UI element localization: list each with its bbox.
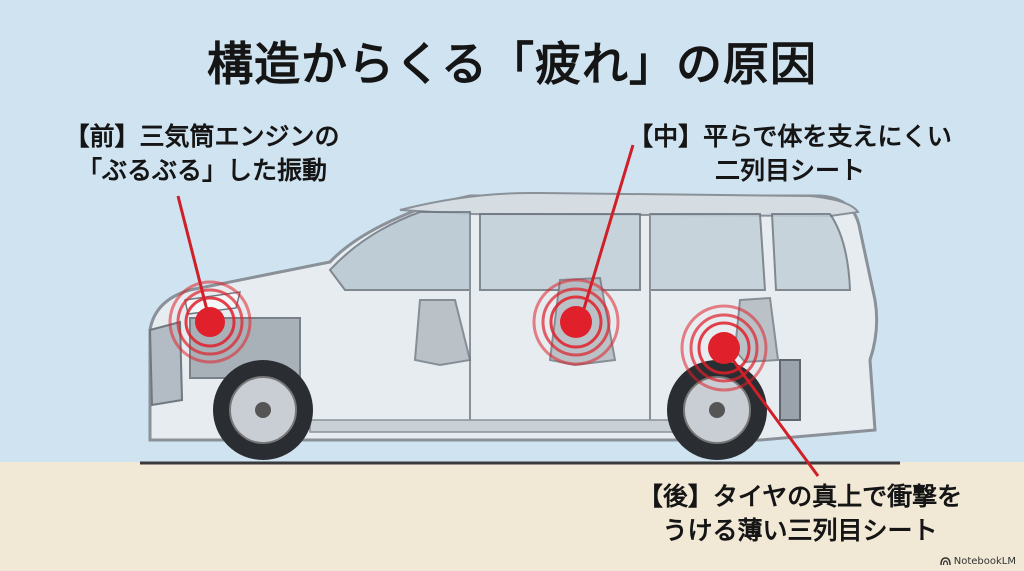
middle-callout-line1: 【中】平らで体を支えにくい bbox=[600, 120, 980, 154]
middle-callout-line2: 二列目シート bbox=[600, 154, 980, 188]
rear-wheel-hub bbox=[709, 402, 725, 418]
brand-watermark: NotebookLM bbox=[940, 556, 1016, 567]
front-grille bbox=[150, 322, 182, 405]
rear-dot bbox=[708, 332, 740, 364]
front-callout-line2: 「ぶるぶる」した振動 bbox=[22, 154, 382, 188]
front-callout: 【前】三気筒エンジンの 「ぶるぶる」した振動 bbox=[22, 120, 382, 188]
middle-callout: 【中】平らで体を支えにくい 二列目シート bbox=[600, 120, 980, 188]
brand-text: NotebookLM bbox=[954, 556, 1016, 567]
page-title: 構造からくる「疲れ」の原因 bbox=[0, 28, 1024, 94]
windshield bbox=[330, 212, 470, 290]
front-wheel-hub bbox=[255, 402, 271, 418]
side-skirt bbox=[310, 420, 690, 432]
side-window-front bbox=[480, 214, 640, 290]
front-callout-line1: 【前】三気筒エンジンの bbox=[22, 120, 382, 154]
rear-callout: 【後】タイヤの真上で衝撃を うける薄い三列目シート bbox=[590, 480, 1010, 548]
front-dot bbox=[195, 307, 225, 337]
rear-callout-line1: 【後】タイヤの真上で衝撃を bbox=[590, 480, 1010, 514]
notebooklm-icon bbox=[940, 557, 951, 566]
rear-suspension bbox=[780, 360, 800, 420]
middle-dot bbox=[560, 306, 592, 338]
side-window-middle bbox=[650, 214, 765, 290]
rear-callout-line2: うける薄い三列目シート bbox=[590, 514, 1010, 548]
